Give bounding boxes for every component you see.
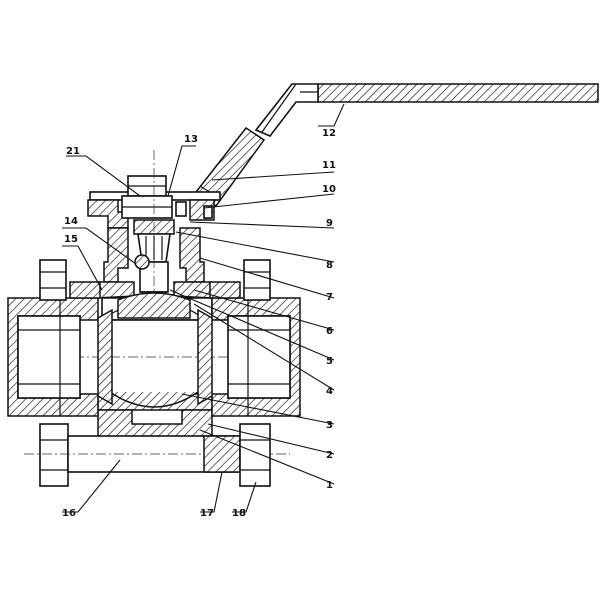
handle-lever <box>254 83 599 137</box>
callout-labels: 12 13 21 11 10 9 8 7 6 5 4 3 2 1 14 15 1… <box>62 128 336 519</box>
washer-17 <box>203 435 241 473</box>
callout-2: 2 <box>326 450 333 461</box>
callout-1: 1 <box>326 480 333 491</box>
callout-3: 3 <box>326 420 333 431</box>
callout-9: 9 <box>326 218 333 229</box>
left-end-cap <box>7 281 101 417</box>
callout-14: 14 <box>64 216 78 227</box>
callout-7: 7 <box>326 292 333 303</box>
top-bolt-right <box>243 259 271 301</box>
callout-15: 15 <box>64 234 78 245</box>
callout-5: 5 <box>326 356 333 367</box>
callout-16: 16 <box>62 508 76 519</box>
nut-18 <box>239 423 271 487</box>
leader-lines <box>62 103 345 513</box>
seat-right <box>197 308 213 406</box>
callout-13: 13 <box>184 134 198 145</box>
callout-8: 8 <box>326 260 333 271</box>
callout-18: 18 <box>232 508 246 519</box>
callout-6: 6 <box>326 326 333 337</box>
callout-10: 10 <box>322 184 336 195</box>
callout-4: 4 <box>326 386 333 397</box>
seat-left <box>97 308 113 406</box>
callout-11: 11 <box>322 160 336 171</box>
top-bolt-left <box>39 259 67 301</box>
stem-nut <box>121 175 213 219</box>
callout-17: 17 <box>200 508 214 519</box>
callout-12: 12 <box>322 128 336 139</box>
right-end-cap <box>209 281 301 417</box>
callout-21: 21 <box>66 146 80 157</box>
